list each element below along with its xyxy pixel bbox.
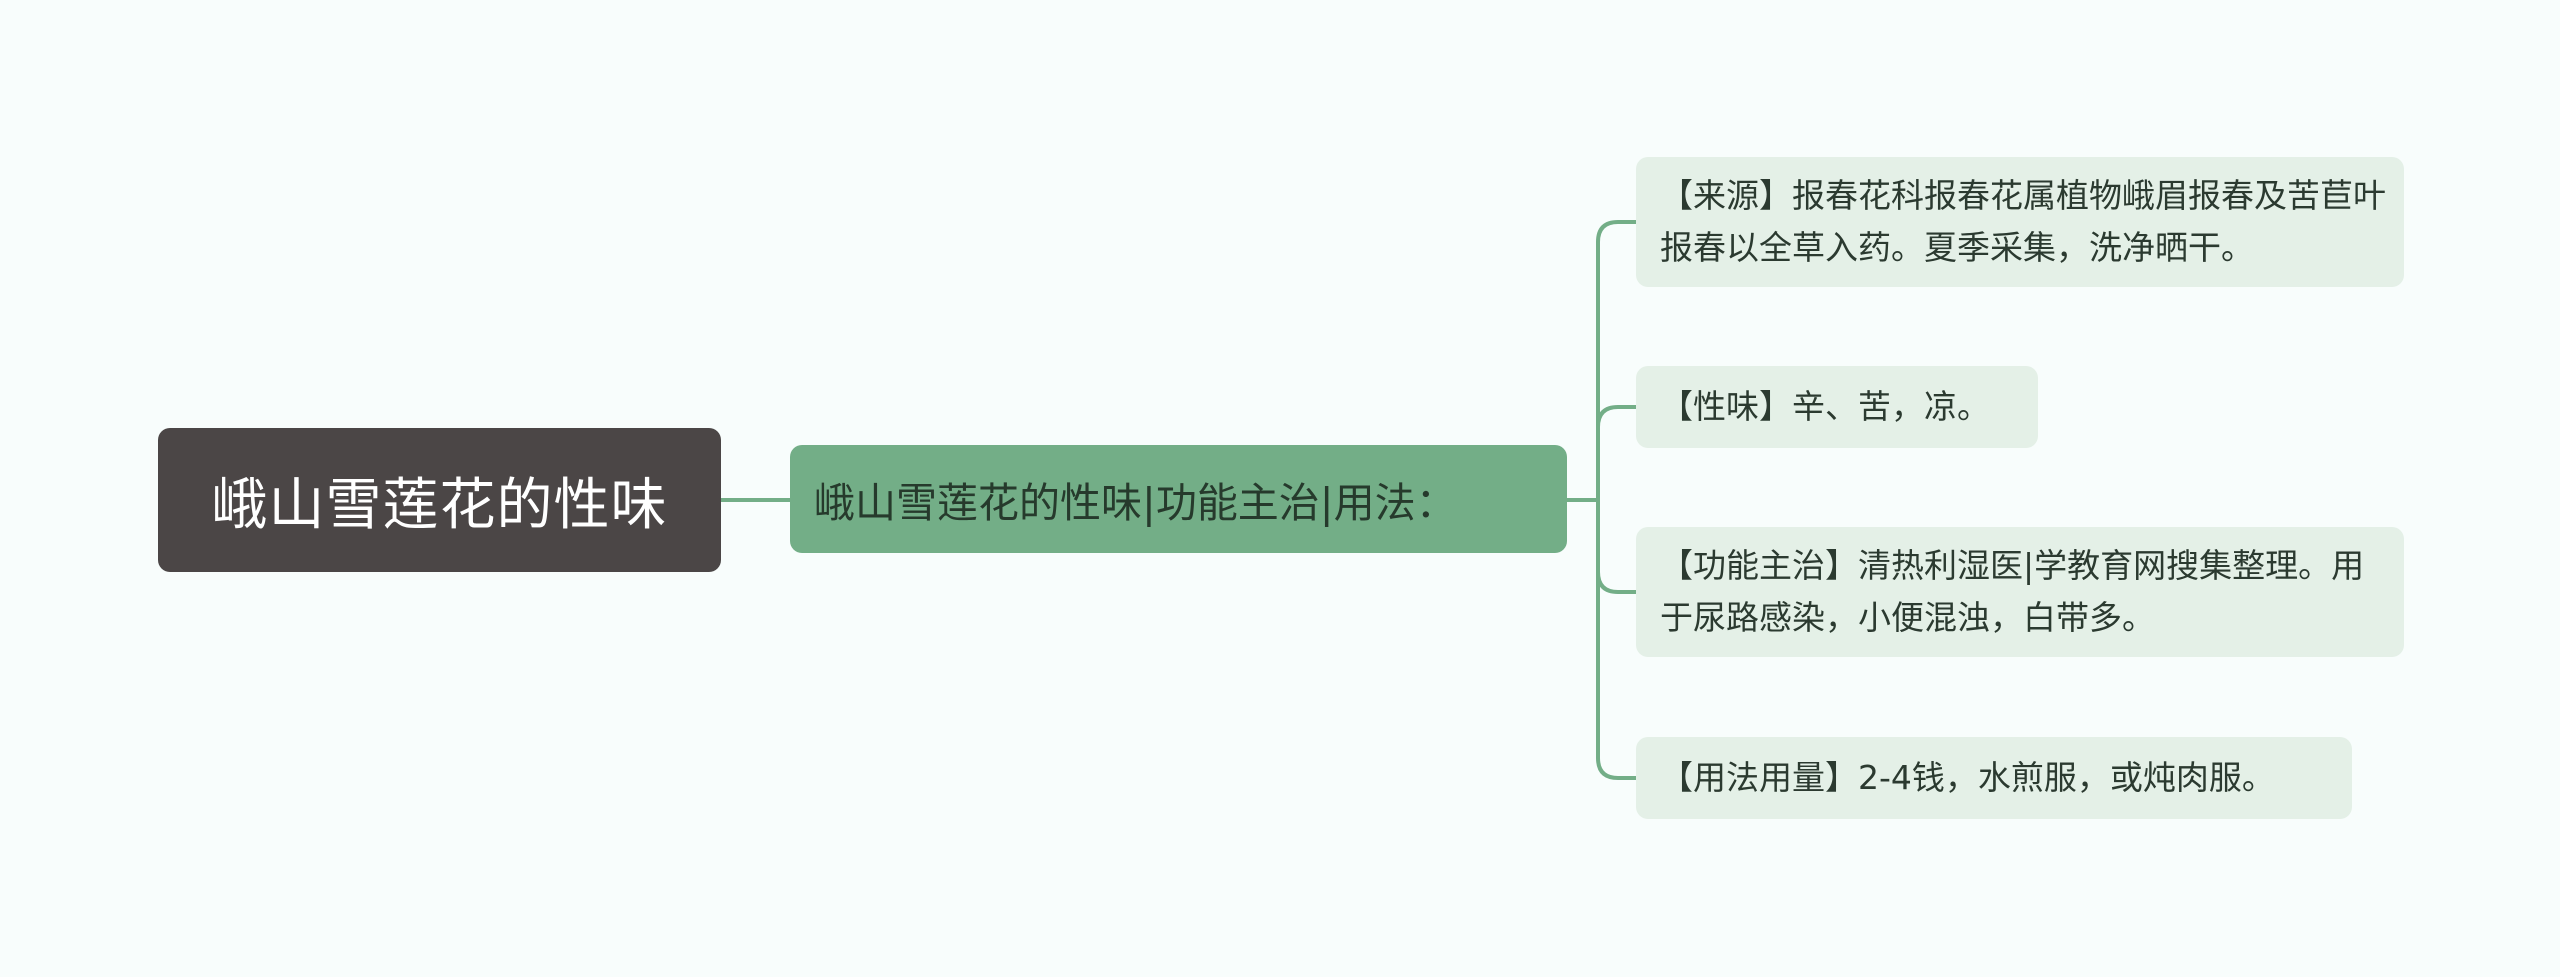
- connector-leaf-2: [1596, 500, 1636, 594]
- connector-leaf-0: [1596, 220, 1636, 500]
- leaf-node-nature-taste[interactable]: 【性味】辛、苦，凉。: [1636, 366, 2038, 448]
- leaf-node-dosage-label: 【用法用量】2-4钱，水煎服，或炖肉服。: [1660, 758, 2275, 797]
- leaf-node-nature-taste-label: 【性味】辛、苦，凉。: [1660, 387, 1990, 426]
- leaf-node-indications[interactable]: 【功能主治】清热利湿医|学教育网搜集整理。用于尿路感染，小便混浊，白带多。: [1636, 527, 2404, 657]
- root-node-label: 峨山雪莲花的性味: [211, 472, 668, 538]
- main-topic-node[interactable]: 峨山雪莲花的性味|功能主治|用法：: [790, 445, 1567, 553]
- leaf-node-dosage[interactable]: 【用法用量】2-4钱，水煎服，或炖肉服。: [1636, 737, 2352, 819]
- root-node[interactable]: 峨山雪莲花的性味: [158, 428, 721, 572]
- connector-leaf-1: [1596, 405, 1636, 500]
- connector-leaf-3: [1596, 500, 1636, 780]
- leaf-node-indications-label: 【功能主治】清热利湿医|学教育网搜集整理。用于尿路感染，小便混浊，白带多。: [1660, 546, 2365, 637]
- leaf-node-source-label: 【来源】报春花科报春花属植物峨眉报春及苦苣叶报春以全草入药。夏季采集，洗净晒干。: [1660, 176, 2386, 267]
- main-topic-label: 峨山雪莲花的性味|功能主治|用法：: [814, 479, 1457, 527]
- leaf-node-source[interactable]: 【来源】报春花科报春花属植物峨眉报春及苦苣叶报春以全草入药。夏季采集，洗净晒干。: [1636, 157, 2404, 287]
